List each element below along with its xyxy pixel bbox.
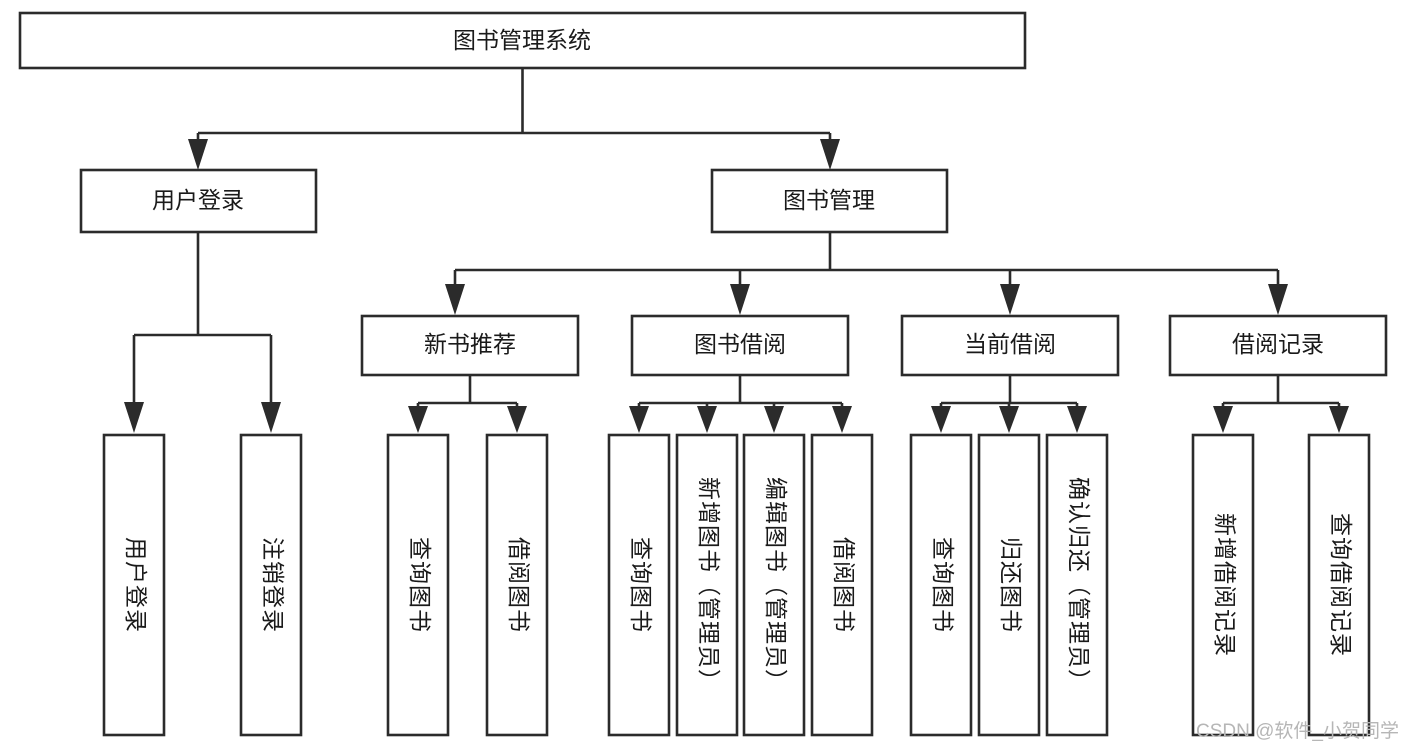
arrowhead-newbook-leaf-2 bbox=[507, 406, 527, 433]
arrowhead-to-current bbox=[1000, 284, 1020, 315]
node-current-borrow[interactable]: 当前借阅 bbox=[900, 314, 1120, 377]
arrowhead-to-records bbox=[1268, 284, 1288, 315]
arrowhead-borrow-leaf-2 bbox=[697, 406, 717, 433]
arrowhead-to-borrow bbox=[730, 284, 750, 315]
leaf-borrow-add-book-label: 新增图书（管理员） bbox=[696, 477, 722, 693]
leaf-current-query-book[interactable]: 查询图书 bbox=[909, 433, 973, 737]
leaf-user-login-login-box[interactable] bbox=[102, 433, 166, 737]
leaf-current-confirm-return-label: 确认归还（管理员） bbox=[1066, 477, 1092, 693]
leaf-current-confirm-return[interactable]: 确认归还（管理员） bbox=[1045, 433, 1109, 737]
arrowhead-to-new-book bbox=[445, 284, 465, 315]
arrowhead-records-leaf-2 bbox=[1329, 406, 1349, 433]
node-borrow-records-label: 借阅记录 bbox=[1232, 331, 1324, 357]
leaf-new-book-borrow-label: 借阅图书 bbox=[506, 537, 532, 633]
node-current-borrow-label: 当前借阅 bbox=[964, 331, 1056, 357]
arrowhead-to-book-mgmt bbox=[820, 139, 840, 170]
node-book-borrow[interactable]: 图书借阅 bbox=[630, 314, 850, 377]
arrowhead-borrow-leaf-1 bbox=[629, 406, 649, 433]
leaf-records-query-record-box[interactable] bbox=[1307, 433, 1371, 737]
leaf-borrow-borrow-book-label: 借阅图书 bbox=[831, 537, 857, 633]
arrowhead-records-leaf-1 bbox=[1213, 406, 1233, 433]
node-root[interactable]: 图书管理系统 bbox=[18, 11, 1027, 70]
node-borrow-records[interactable]: 借阅记录 bbox=[1168, 314, 1388, 377]
leaf-new-book-query-box[interactable] bbox=[386, 433, 450, 737]
node-new-book-recommend[interactable]: 新书推荐 bbox=[360, 314, 580, 377]
leaf-borrow-add-book[interactable]: 新增图书（管理员） bbox=[675, 433, 739, 737]
arrowhead-newbook-leaf-1 bbox=[408, 406, 428, 433]
node-borrow-records-box[interactable] bbox=[1168, 314, 1388, 377]
node-book-management-label: 图书管理 bbox=[783, 187, 875, 213]
arrowhead-current-leaf-1 bbox=[931, 406, 951, 433]
leaf-borrow-query-book[interactable]: 查询图书 bbox=[607, 433, 671, 737]
arrowhead-user-login-leaf bbox=[124, 402, 144, 433]
leaf-records-query-record[interactable]: 查询借阅记录 bbox=[1307, 433, 1371, 737]
leaf-records-add-record[interactable]: 新增借阅记录 bbox=[1191, 433, 1255, 737]
leaf-current-query-book-label: 查询图书 bbox=[930, 537, 956, 633]
arrowhead-current-leaf-2 bbox=[999, 406, 1019, 433]
arrowhead-logout-leaf bbox=[261, 402, 281, 433]
leaf-borrow-edit-book-label: 编辑图书（管理员） bbox=[763, 477, 789, 693]
leaf-records-add-record-box[interactable] bbox=[1191, 433, 1255, 737]
leaf-borrow-borrow-book[interactable]: 借阅图书 bbox=[810, 433, 874, 737]
leaf-current-return-book-label: 归还图书 bbox=[998, 537, 1024, 633]
node-root-label: 图书管理系统 bbox=[453, 27, 591, 53]
node-user-login-label: 用户登录 bbox=[152, 187, 244, 213]
leaf-borrow-query-book-label: 查询图书 bbox=[628, 537, 654, 633]
leaf-user-login-login[interactable]: 用户登录 bbox=[102, 433, 166, 737]
node-new-book-recommend-box[interactable] bbox=[360, 314, 580, 377]
leaf-records-add-record-label: 新增借阅记录 bbox=[1212, 513, 1238, 657]
leaf-user-login-logout-label: 注销登录 bbox=[260, 537, 286, 633]
leaf-borrow-borrow-book-box[interactable] bbox=[810, 433, 874, 737]
arrowhead-to-user-login bbox=[188, 139, 208, 170]
leaf-borrow-edit-book-box[interactable] bbox=[742, 433, 806, 737]
leaf-new-book-query[interactable]: 查询图书 bbox=[386, 433, 450, 737]
node-book-borrow-label: 图书借阅 bbox=[694, 331, 786, 357]
node-current-borrow-box[interactable] bbox=[900, 314, 1120, 377]
node-book-management-box[interactable] bbox=[710, 168, 949, 234]
leaf-borrow-add-book-box[interactable] bbox=[675, 433, 739, 737]
leaf-current-return-book[interactable]: 归还图书 bbox=[977, 433, 1041, 737]
arrowhead-borrow-leaf-4 bbox=[832, 406, 852, 433]
node-user-login-box[interactable] bbox=[79, 168, 318, 234]
leaf-new-book-borrow-box[interactable] bbox=[485, 433, 549, 737]
leaf-user-login-login-label: 用户登录 bbox=[123, 537, 149, 633]
arrowhead-borrow-leaf-3 bbox=[764, 406, 784, 433]
leaf-current-query-book-box[interactable] bbox=[909, 433, 973, 737]
node-new-book-recommend-label: 新书推荐 bbox=[424, 331, 516, 357]
leaf-current-confirm-return-box[interactable] bbox=[1045, 433, 1109, 737]
arrowhead-current-leaf-3 bbox=[1067, 406, 1087, 433]
node-book-management[interactable]: 图书管理 bbox=[710, 168, 949, 234]
node-user-login[interactable]: 用户登录 bbox=[79, 168, 318, 234]
leaf-records-query-record-label: 查询借阅记录 bbox=[1328, 513, 1354, 657]
node-book-borrow-box[interactable] bbox=[630, 314, 850, 377]
leaf-user-login-logout-box[interactable] bbox=[239, 433, 303, 737]
leaf-new-book-query-label: 查询图书 bbox=[407, 537, 433, 633]
leaf-user-login-logout[interactable]: 注销登录 bbox=[239, 433, 303, 737]
leaf-borrow-query-book-box[interactable] bbox=[607, 433, 671, 737]
connector-layer bbox=[124, 68, 1349, 433]
leaf-borrow-edit-book[interactable]: 编辑图书（管理员） bbox=[742, 433, 806, 737]
leaf-new-book-borrow[interactable]: 借阅图书 bbox=[485, 433, 549, 737]
watermark: CSDN @软件_小贺同学 bbox=[1196, 721, 1399, 742]
node-root-box[interactable] bbox=[18, 11, 1027, 70]
leaf-current-return-book-box[interactable] bbox=[977, 433, 1041, 737]
